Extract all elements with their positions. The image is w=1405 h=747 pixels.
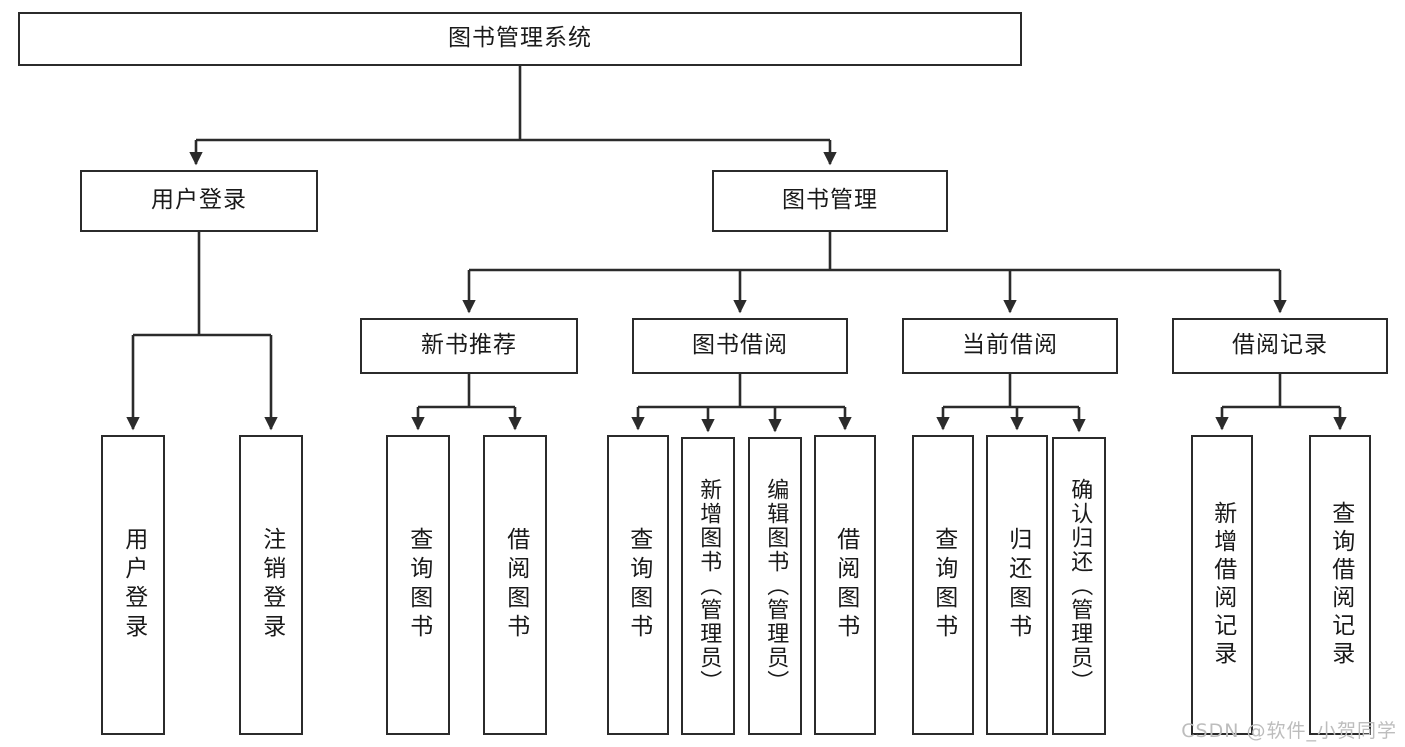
leaf-node[interactable]: 新增图书（管理员） [681,437,735,735]
leaf-node-label: 查询借阅记录 [1327,501,1354,669]
leaf-node-label: 查询图书 [930,527,957,643]
node-book-management-label: 图书管理 [782,187,878,214]
leaf-node[interactable]: 借阅图书 [483,435,547,735]
node-user-login-label: 用户登录 [151,187,247,214]
watermark-text: CSDN @软件_小贺同学 [1181,720,1397,742]
leaf-node[interactable]: 新增借阅记录 [1191,435,1253,735]
leaf-node-label: 新增图书（管理员） [696,478,722,694]
leaf-node-label: 注销登录 [258,527,285,643]
node-book-management[interactable]: 图书管理 [712,170,948,232]
leaf-node[interactable]: 确认归还（管理员） [1052,437,1106,735]
node-new-book-recommendation[interactable]: 新书推荐 [360,318,578,374]
leaf-node-label: 新增借阅记录 [1209,501,1236,669]
leaf-node-label: 归还图书 [1004,527,1031,643]
node-root-system[interactable]: 图书管理系统 [18,12,1022,66]
leaf-node-label: 查询图书 [625,527,652,643]
leaf-node[interactable]: 归还图书 [986,435,1048,735]
node-current-borrowing-label: 当前借阅 [962,332,1058,359]
node-user-login[interactable]: 用户登录 [80,170,318,232]
node-borrowing-record[interactable]: 借阅记录 [1172,318,1388,374]
node-book-borrowing[interactable]: 图书借阅 [632,318,848,374]
leaf-node[interactable]: 借阅图书 [814,435,876,735]
leaf-node-label: 用户登录 [120,527,147,643]
node-borrowing-record-label: 借阅记录 [1232,332,1328,359]
leaf-node[interactable]: 编辑图书（管理员） [748,437,802,735]
leaf-node[interactable]: 查询图书 [607,435,669,735]
leaf-node-label: 借阅图书 [502,527,529,643]
leaf-node[interactable]: 查询图书 [386,435,450,735]
node-new-book-recommendation-label: 新书推荐 [421,332,517,359]
node-current-borrowing[interactable]: 当前借阅 [902,318,1118,374]
leaf-node[interactable]: 注销登录 [239,435,303,735]
leaf-node-label: 编辑图书（管理员） [763,478,789,694]
node-book-borrowing-label: 图书借阅 [692,332,788,359]
leaf-node-label: 借阅图书 [832,527,859,643]
leaf-node[interactable]: 用户登录 [101,435,165,735]
leaf-node[interactable]: 查询图书 [912,435,974,735]
leaf-node-label: 确认归还（管理员） [1067,478,1093,694]
leaf-node[interactable]: 查询借阅记录 [1309,435,1371,735]
leaf-node-label: 查询图书 [405,527,432,643]
node-root-label: 图书管理系统 [448,25,592,52]
